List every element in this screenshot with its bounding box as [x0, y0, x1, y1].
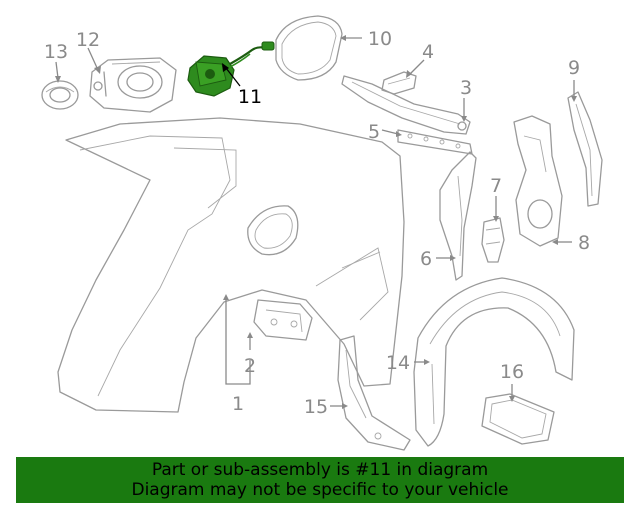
part-7-clip — [481, 217, 505, 263]
part-14-wheelhouse-liner — [413, 277, 575, 447]
part-15-lower-bracket — [337, 335, 411, 451]
part-3-reinforcement — [341, 75, 471, 135]
callout-3: 3 — [460, 77, 472, 99]
callout-16: 16 — [500, 361, 524, 383]
callout-13: 13 — [44, 41, 68, 63]
callout-1: 1 — [232, 393, 244, 415]
callout-8: 8 — [578, 232, 590, 254]
callout-9: 9 — [568, 57, 580, 79]
callout-14: 14 — [386, 352, 410, 374]
part-13-grommet — [41, 80, 79, 110]
part-1-quarter-panel — [57, 117, 405, 413]
callout-6: 6 — [420, 248, 432, 270]
callout-4: 4 — [422, 41, 434, 63]
callout-15: 15 — [304, 396, 328, 418]
part-8-inner-panel — [513, 115, 563, 247]
callout-7: 7 — [490, 175, 502, 197]
callout-5: 5 — [368, 121, 380, 143]
callout-2: 2 — [244, 355, 256, 377]
banner-line-2: Diagram may not be specific to your vehi… — [131, 480, 509, 500]
part-10-fuel-door — [275, 15, 343, 81]
callout-10: 10 — [368, 28, 392, 50]
part-16-seal — [481, 393, 555, 445]
callout-12: 12 — [76, 29, 100, 51]
callout-11: 11 — [238, 86, 262, 108]
part-4-bracket — [381, 71, 417, 95]
callout-labels: 13 12 11 10 4 3 5 9 7 6 8 14 16 2 1 15 — [44, 28, 590, 418]
part-9-vertical-bracket — [567, 91, 603, 207]
leader-lines — [55, 35, 577, 409]
banner-line-1: Part or sub-assembly is #11 in diagram — [151, 460, 489, 480]
part-2-bracket — [253, 299, 313, 341]
part-6-liner — [439, 151, 477, 281]
part-12-filler-housing — [89, 57, 177, 113]
info-banner: Part or sub-assembly is #11 in diagram D… — [16, 457, 624, 503]
